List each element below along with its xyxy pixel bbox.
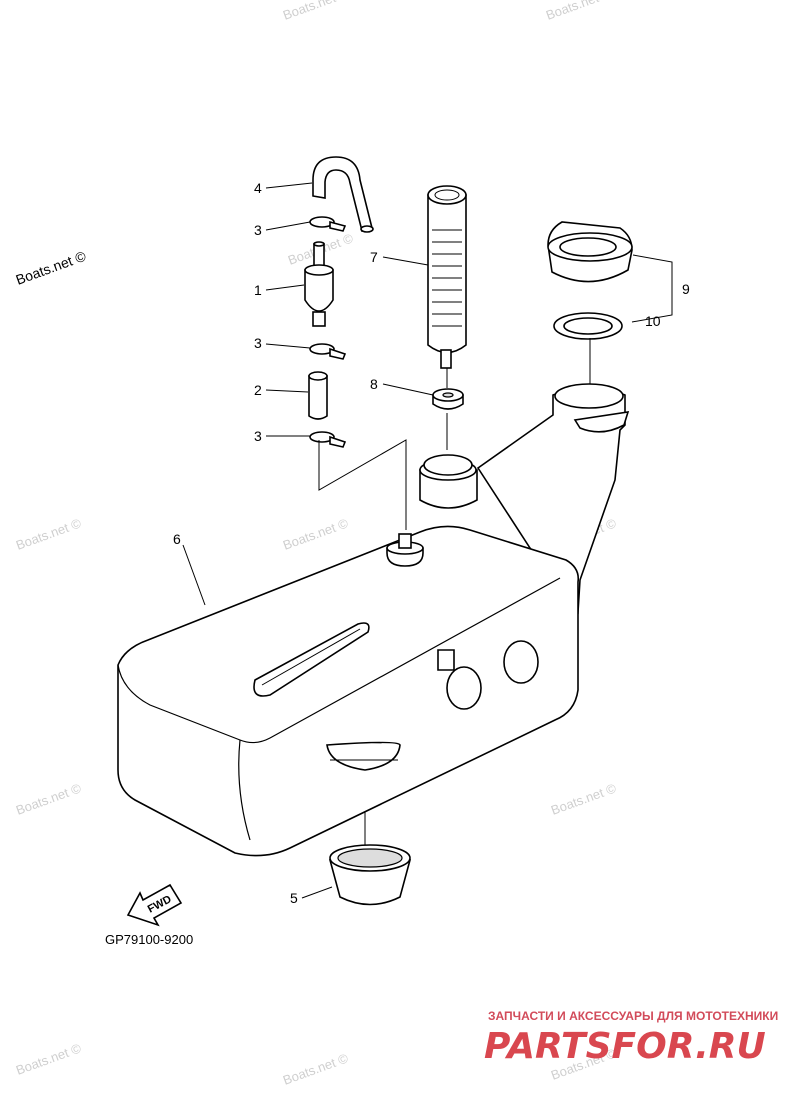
watermark-boats-net: Boats.net © [281,0,351,23]
callout-9: 9 [682,281,690,297]
callout-2: 2 [254,382,262,398]
watermark-boats-net: Boats.net © [14,780,84,818]
part-clamp-middle [309,343,347,360]
brand-tagline: ЗАПЧАСТИ И АКСЕССУАРЫ ДЛЯ МОТОТЕХНИКИ [488,1009,778,1023]
callout-5: 5 [290,890,298,906]
callout-10: 10 [645,313,661,329]
watermark-boats-net: Boats.net © [14,515,84,553]
callouts: 4 3 1 3 2 3 7 8 9 10 6 5 [173,180,690,906]
callout-4: 4 [254,180,262,196]
callout-1: 1 [254,282,262,298]
part-clamp-top [309,216,347,232]
brand-logo: PARTSFOR.RU [484,1026,766,1067]
site-branding: ЗАПЧАСТИ И АКСЕССУАРЫ ДЛЯ МОТОТЕХНИКИ PA… [484,1009,778,1067]
part-pipe [308,371,328,420]
part-fuel-filter [304,241,334,327]
callout-3-middle: 3 [254,335,262,351]
callout-7: 7 [370,249,378,265]
watermark-boats-net: Boats.net © [14,1040,84,1078]
callout-8: 8 [370,376,378,392]
diagram-code: GP79100-9200 [105,932,193,947]
watermark-boats-net: Boats.net © [549,780,619,818]
connector-lines [318,338,591,848]
part-strainer [427,185,467,369]
watermark-boats-net: Boats.net © [281,1050,351,1088]
part-grommet [432,388,464,410]
watermark-boats-net-dark: Boats.net © [14,247,89,287]
watermark-boats-net: Boats.net © [281,515,351,553]
part-gasket [553,312,623,340]
callout-3-bottom: 3 [254,428,262,444]
callout-3-top: 3 [254,222,262,238]
fwd-arrow: FWD [126,883,183,927]
part-drain-cap [328,844,412,906]
leader-lines [182,182,673,899]
part-hose [312,156,374,233]
part-fuel-tank [117,383,630,857]
part-clamp-bottom [309,431,347,448]
callout-6: 6 [173,531,181,547]
watermark-boats-net: Boats.net © [544,0,614,23]
part-tank-cap [547,221,633,283]
